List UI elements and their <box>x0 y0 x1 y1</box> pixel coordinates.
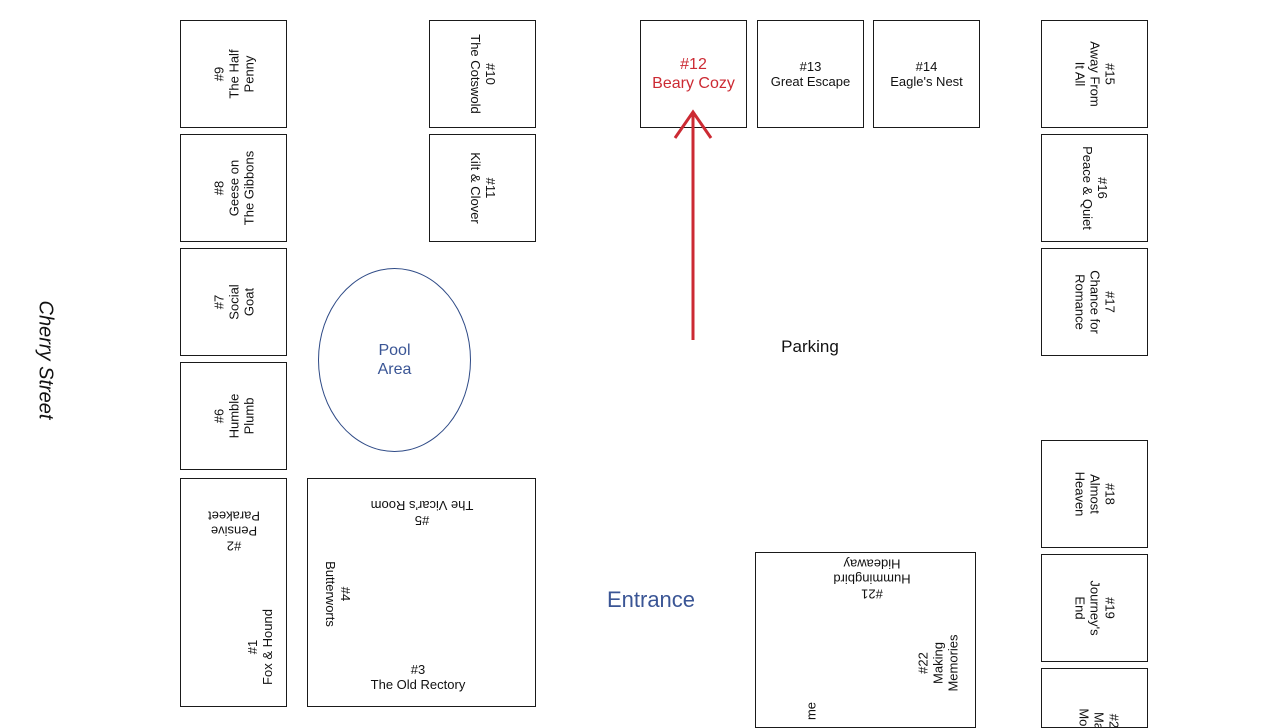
parking-label: Parking <box>781 337 839 356</box>
arrow-head <box>673 109 713 139</box>
entrance-label: Entrance <box>606 587 696 612</box>
